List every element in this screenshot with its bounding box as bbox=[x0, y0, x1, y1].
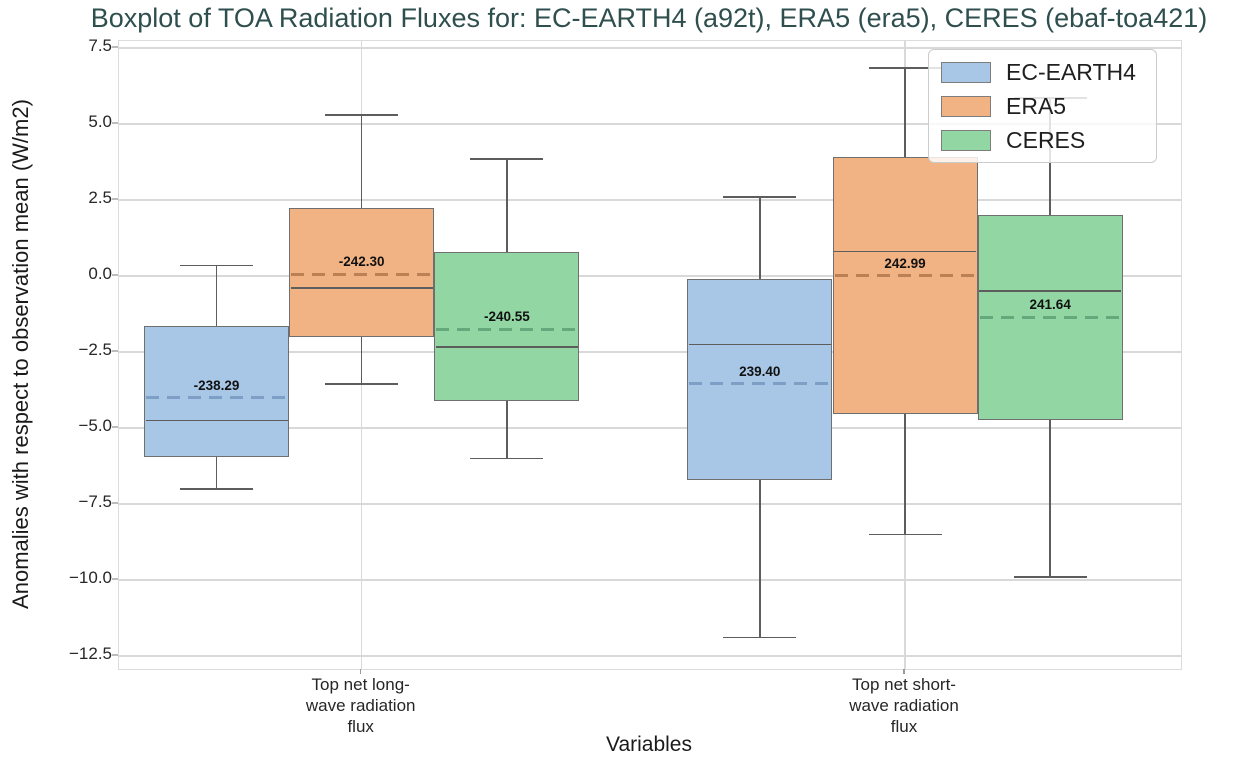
x-axis-label: Variables bbox=[606, 733, 692, 756]
legend-swatch-era5 bbox=[941, 95, 991, 117]
y-gridline bbox=[119, 351, 1181, 353]
boxplot-box bbox=[289, 207, 435, 337]
y-tick-mark bbox=[112, 426, 118, 428]
chart-title: Boxplot of TOA Radiation Fluxes for: EC-… bbox=[90, 3, 1208, 33]
median-line bbox=[290, 287, 433, 289]
mean-value-label: -238.29 bbox=[193, 377, 240, 393]
mean-dashed-line bbox=[291, 272, 433, 276]
whisker-cap-high bbox=[325, 114, 399, 116]
whisker-cap-low bbox=[868, 533, 942, 536]
boxplot-box bbox=[687, 279, 833, 480]
mean-value-label: 241.64 bbox=[1029, 297, 1071, 312]
y-tick-label: −2.5 bbox=[78, 340, 112, 360]
median-line bbox=[688, 343, 831, 346]
whisker-upper-stem bbox=[360, 114, 363, 208]
whisker-lower-stem bbox=[506, 400, 508, 459]
median-line bbox=[145, 419, 288, 422]
x-tick-mark bbox=[360, 669, 362, 674]
whisker-upper-stem bbox=[215, 265, 218, 327]
plot-area: -238.29 239.40 -242.30 242.99 -240.55 241.64 bbox=[118, 40, 1182, 670]
x-tick-mark bbox=[903, 669, 905, 674]
mean-value-label: -240.55 bbox=[483, 309, 530, 325]
mean-dashed-line bbox=[689, 382, 831, 386]
y-gridline bbox=[119, 579, 1181, 581]
y-tick-mark bbox=[112, 578, 118, 580]
y-tick-mark bbox=[112, 502, 118, 504]
whisker-cap-low bbox=[723, 636, 797, 639]
whisker-lower-stem bbox=[1049, 420, 1051, 577]
legend-item-ec-earth4: EC-EARTH4 bbox=[941, 59, 1144, 86]
whisker-upper-stem bbox=[904, 67, 906, 158]
y-tick-label: −12.5 bbox=[68, 644, 112, 664]
y-tick-label: −7.5 bbox=[78, 492, 112, 512]
y-gridline bbox=[119, 655, 1181, 657]
y-gridline bbox=[119, 123, 1181, 125]
legend-swatch-ceres bbox=[941, 129, 991, 151]
whisker-cap-low bbox=[325, 383, 399, 385]
y-gridline bbox=[119, 275, 1181, 277]
median-line bbox=[979, 290, 1122, 292]
mean-dashed-line bbox=[979, 315, 1121, 319]
y-tick-label: 2.5 bbox=[88, 188, 112, 208]
y-tick-label: 0.0 bbox=[88, 264, 112, 284]
y-tick-label: −5.0 bbox=[78, 416, 112, 436]
mean-dashed-line bbox=[436, 327, 578, 331]
whisker-cap-high bbox=[723, 196, 797, 198]
legend-label-ec-earth4: EC-EARTH4 bbox=[1006, 58, 1136, 85]
y-tick-mark bbox=[112, 350, 118, 352]
x-tick-label: Top net long- wave radiation flux bbox=[305, 675, 416, 736]
legend-item-era5: ERA5 bbox=[941, 93, 1144, 120]
legend-item-ceres: CERES bbox=[941, 127, 1144, 154]
whisker-lower-stem bbox=[904, 414, 906, 535]
whisker-cap-high bbox=[470, 158, 544, 160]
legend-swatch-ec-earth4 bbox=[941, 61, 991, 83]
whisker-upper-stem bbox=[506, 158, 508, 252]
boxplot-box bbox=[434, 251, 580, 401]
y-tick-mark bbox=[112, 198, 118, 200]
y-tick-mark bbox=[112, 46, 118, 48]
y-gridline bbox=[119, 199, 1181, 201]
y-tick-mark bbox=[112, 122, 118, 124]
whisker-lower-stem bbox=[215, 456, 218, 489]
whisker-lower-stem bbox=[759, 479, 761, 638]
y-tick-mark bbox=[112, 654, 118, 656]
whisker-cap-low bbox=[470, 457, 544, 460]
y-tick-label: 7.5 bbox=[88, 36, 112, 56]
boxplot-box bbox=[832, 157, 978, 415]
y-gridline bbox=[119, 47, 1181, 49]
median-line bbox=[834, 250, 976, 253]
median-line bbox=[435, 345, 578, 348]
boxplot-box bbox=[144, 326, 289, 457]
legend: EC-EARTH4 ERA5 CERES bbox=[928, 49, 1157, 163]
mean-value-label: 239.40 bbox=[739, 363, 781, 379]
whisker-cap-low bbox=[180, 487, 253, 490]
mean-dashed-line bbox=[834, 274, 976, 278]
y-gridline bbox=[119, 503, 1181, 505]
legend-label-era5: ERA5 bbox=[1006, 92, 1067, 119]
mean-value-label: 242.99 bbox=[884, 255, 926, 271]
whisker-cap-high bbox=[868, 66, 942, 69]
y-tick-label: −10.0 bbox=[68, 568, 112, 588]
whisker-cap-high bbox=[180, 264, 253, 267]
x-tick-label: Top net short- wave radiation flux bbox=[849, 675, 959, 736]
whisker-upper-stem bbox=[759, 196, 761, 279]
whisker-lower-stem bbox=[360, 336, 363, 384]
y-tick-label: 5.0 bbox=[88, 112, 112, 132]
whisker-cap-low bbox=[1013, 576, 1087, 578]
mean-dashed-line bbox=[146, 396, 287, 400]
mean-value-label: -242.30 bbox=[338, 254, 385, 270]
y-tick-mark bbox=[112, 274, 118, 276]
legend-label-ceres: CERES bbox=[1006, 126, 1086, 153]
y-gridline bbox=[119, 427, 1181, 429]
